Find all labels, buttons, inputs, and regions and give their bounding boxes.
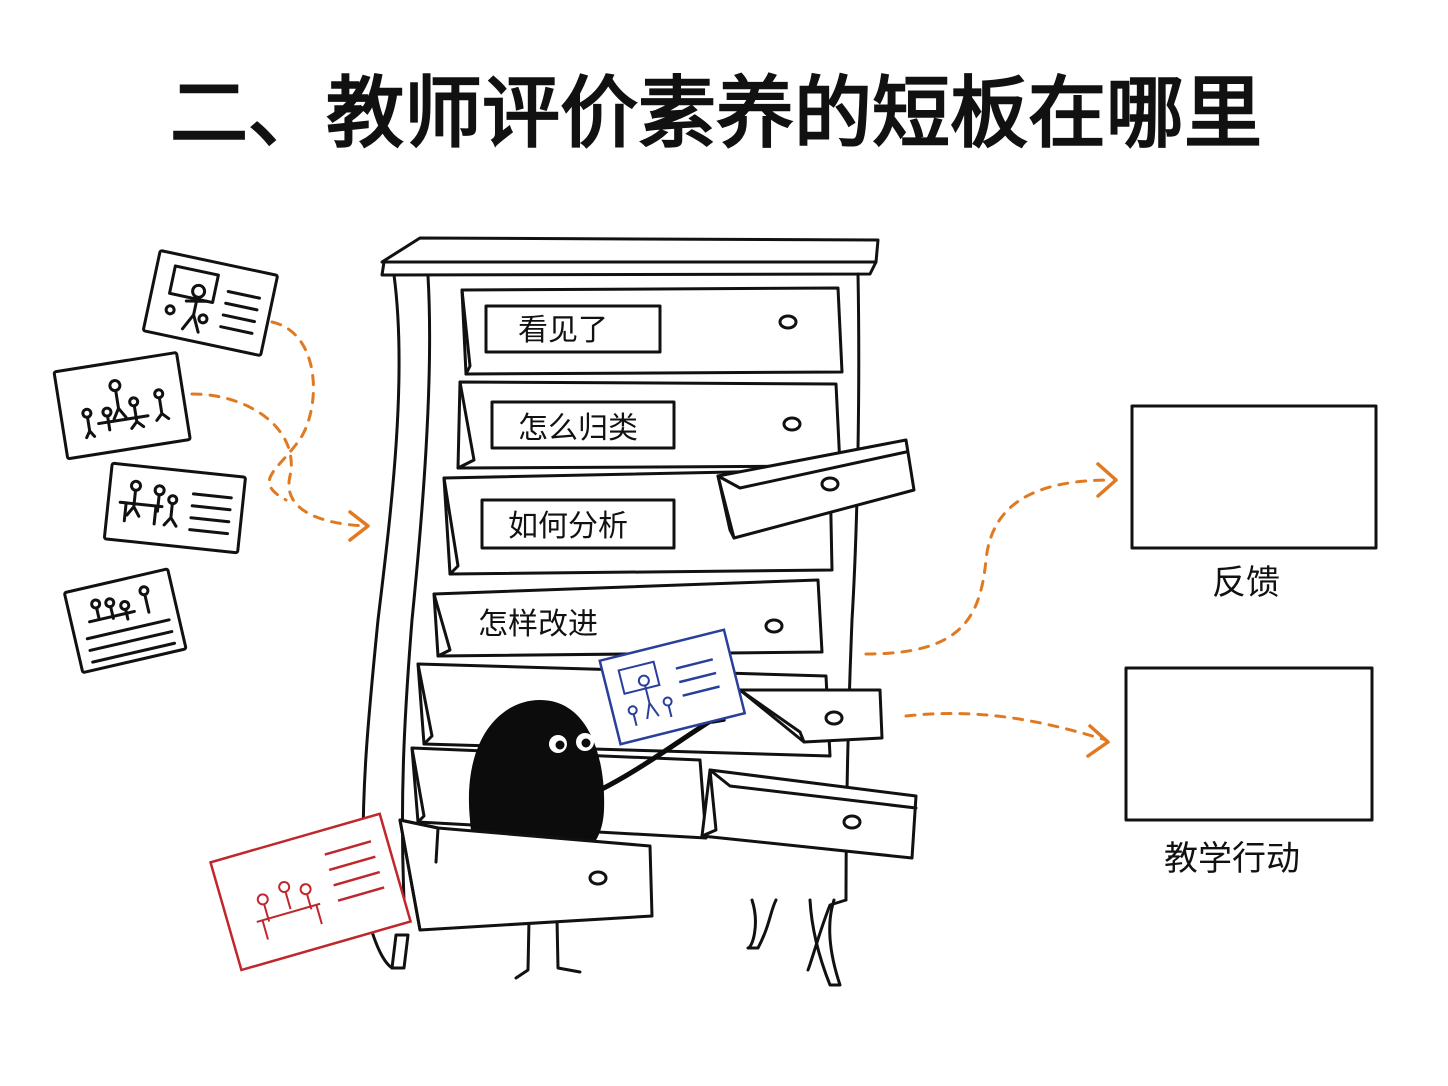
feedback-label: 反馈: [1212, 563, 1280, 603]
drawer-2: 怎么归类: [456, 380, 842, 470]
arrowhead-action: [1086, 724, 1110, 758]
drawer-label-4: 怎样改进: [478, 607, 598, 642]
observation-card-1: [142, 249, 279, 357]
output-flow-arrow-feedback: [864, 478, 1114, 656]
red-observation-card: [208, 812, 413, 972]
input-flow-arrow-2: [190, 392, 368, 528]
drawer-knob-icon: [778, 314, 798, 330]
teaching-action-box: [1124, 666, 1374, 822]
drawer-label-1: 看见了: [518, 313, 608, 348]
drawer-knob-icon: [764, 618, 784, 634]
drawer-1: 看见了: [460, 286, 844, 376]
observation-card-4: [63, 567, 188, 674]
observation-card-2: [52, 351, 192, 461]
drawer-label-3: 如何分析: [508, 509, 628, 544]
input-flow-arrow-1: [267, 320, 315, 502]
feedback-box: [1130, 404, 1378, 550]
page-title: 二、教师评价素养的短板在哪里: [170, 69, 1262, 159]
blob-character: [468, 700, 726, 980]
open-drawer-upper: [716, 438, 916, 540]
open-drawer-bottom: [398, 818, 654, 932]
arrowhead-feedback: [1096, 462, 1118, 498]
blue-observation-card: [598, 628, 747, 746]
drawer-knob-icon: [782, 416, 802, 432]
observation-card-3: [102, 461, 247, 555]
drawer-4: 怎样改进: [432, 578, 824, 658]
output-flow-arrow-action: [904, 712, 1108, 742]
drawer-label-2: 怎么归类: [518, 411, 638, 446]
teaching-action-label: 教学行动: [1164, 839, 1300, 879]
arrowhead-input: [348, 510, 370, 542]
open-drawer-lower: [700, 768, 918, 860]
